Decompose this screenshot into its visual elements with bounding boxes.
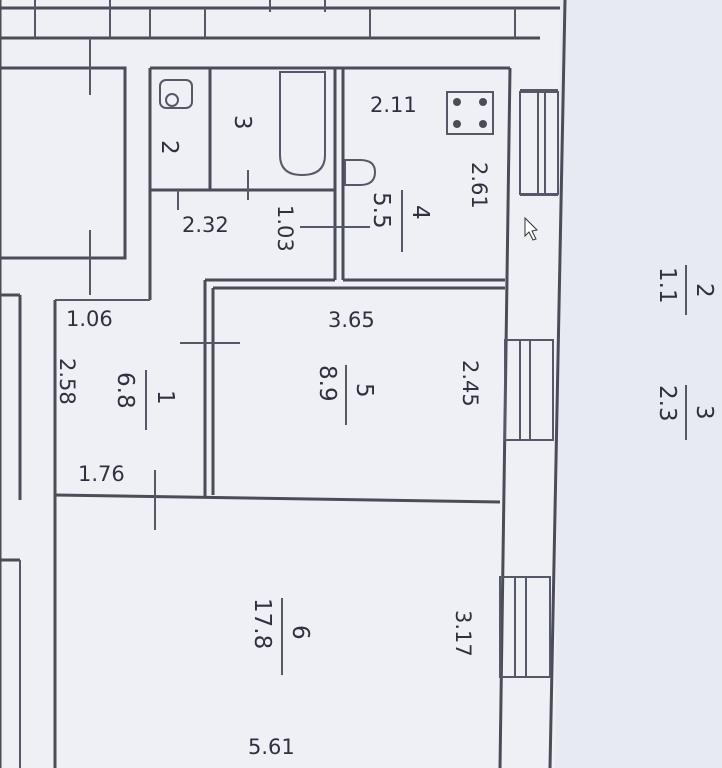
toilet-icon bbox=[159, 79, 193, 109]
bathtub-icon bbox=[279, 71, 326, 177]
room-4-label: 4 5.5 bbox=[368, 190, 433, 252]
dimension-label: 2.32 bbox=[182, 213, 229, 237]
room-3-number: 3 bbox=[229, 115, 255, 130]
balcony-3-area: 2.3 bbox=[654, 385, 680, 422]
dimension-label: 3.65 bbox=[328, 308, 375, 332]
mouse-cursor-icon bbox=[524, 216, 539, 241]
room-1-number: 1 bbox=[152, 390, 178, 405]
room-6-number: 6 bbox=[287, 625, 313, 640]
sink-icon bbox=[344, 159, 377, 186]
balcony-3-number: 3 bbox=[691, 405, 717, 420]
facade bbox=[498, 0, 567, 768]
dimension-label: 5.61 bbox=[248, 735, 295, 759]
balcony-2-number: 2 bbox=[691, 283, 717, 298]
dimension-label: 2.45 bbox=[458, 360, 482, 407]
room-labels: 2 3 4 5.5 1 6.8 5 8.9 6 17.8 2 bbox=[112, 115, 717, 675]
fixtures bbox=[159, 71, 494, 186]
dimension-label: 2.58 bbox=[55, 358, 79, 405]
room-1-area: 6.8 bbox=[112, 372, 138, 409]
room-5-area: 8.9 bbox=[314, 365, 340, 402]
apartment-walls bbox=[53, 66, 510, 768]
room-4-number: 4 bbox=[407, 205, 433, 220]
room-2-number: 2 bbox=[156, 140, 182, 155]
room-5-label: 5 8.9 bbox=[314, 365, 377, 425]
room-6-area: 17.8 bbox=[249, 598, 275, 649]
dimension-label: 1.03 bbox=[273, 205, 297, 252]
balcony-2-area: 1.1 bbox=[654, 267, 680, 304]
toilet-bowl-icon bbox=[165, 93, 179, 107]
balcony-area bbox=[555, 0, 722, 768]
dimension-label: 2.61 bbox=[467, 162, 491, 209]
dimension-label: 2.11 bbox=[370, 93, 417, 117]
balcony-3-label: 3 2.3 bbox=[654, 385, 717, 440]
left-neighbor bbox=[0, 38, 127, 768]
room-4-area: 5.5 bbox=[368, 192, 394, 229]
dimension-labels: 2.11 2.61 2.32 1.03 1.06 2.58 1.76 3.65 … bbox=[55, 93, 491, 759]
dimension-label: 1.06 bbox=[66, 307, 113, 331]
room-6-label: 6 17.8 bbox=[249, 598, 313, 675]
room-5-number: 5 bbox=[351, 383, 377, 398]
dimension-label: 3.17 bbox=[451, 610, 475, 657]
stove-icon bbox=[446, 91, 494, 135]
balcony-2-label: 2 1.1 bbox=[654, 265, 717, 315]
room-1-label: 1 6.8 bbox=[112, 370, 178, 430]
dimension-label: 1.76 bbox=[78, 462, 125, 486]
